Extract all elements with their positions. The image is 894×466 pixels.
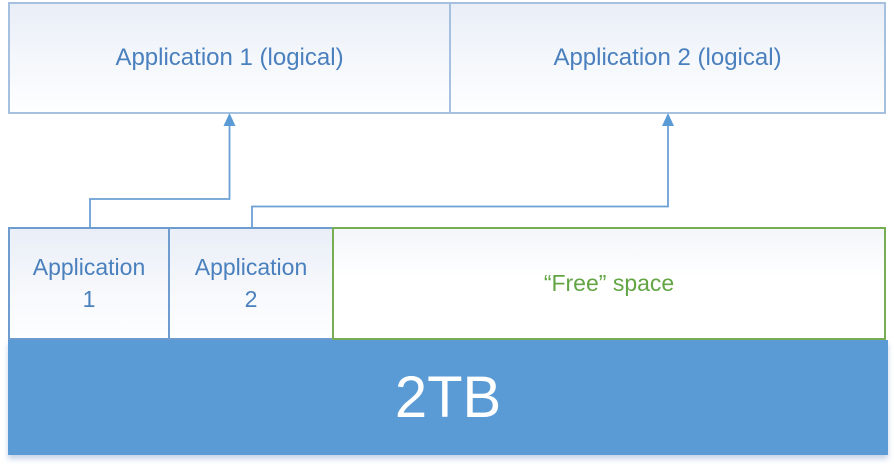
partition-application-2-label: Application 2 [195, 252, 308, 314]
partition-application-2-box: Application 2 [170, 227, 332, 340]
partition-application-2-line1: Application [194, 254, 308, 281]
partition-application-1-line1: Application [32, 254, 146, 281]
free-space-box: “Free” space [332, 227, 886, 340]
logical-application-2-label: Application 2 (logical) [553, 44, 782, 71]
elbow-arrow-up-icon [251, 125, 669, 228]
partition-application-2-line2: 2 [244, 285, 258, 312]
arrow-head-up-icon [223, 113, 236, 126]
logical-application-1-label: Application 1 (logical) [115, 44, 344, 71]
partition-application-1-line2: 1 [82, 285, 96, 312]
disk-capacity-label: 2TB [394, 365, 502, 430]
logical-application-1-box: Application 1 (logical) [8, 2, 451, 114]
arrow-head-up-icon [662, 113, 674, 126]
partition-application-1-label: Application 1 [33, 252, 146, 314]
logical-application-2-box: Application 2 (logical) [451, 2, 886, 114]
elbow-arrow-up-icon [89, 125, 231, 228]
partition-application-1-box: Application 1 [8, 227, 170, 340]
free-space-label: “Free” space [543, 270, 675, 296]
disk-capacity-bar: 2TB [8, 340, 888, 455]
